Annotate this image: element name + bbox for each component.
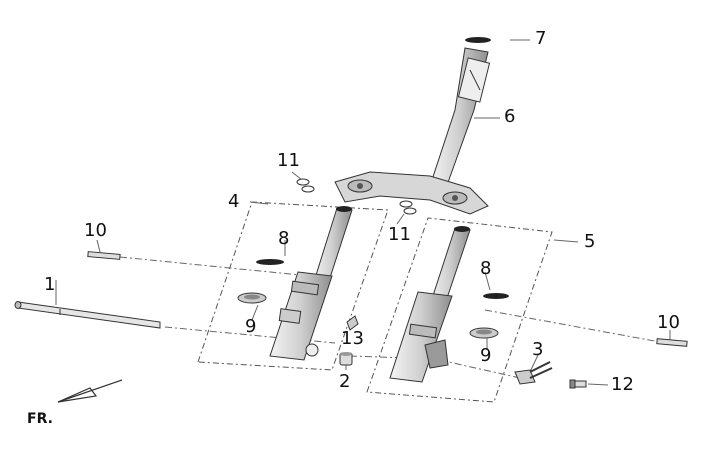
callout-11-right: 11 (388, 224, 411, 245)
callout-12: 12 (611, 374, 634, 395)
callout-3: 3 (532, 339, 544, 360)
front-direction-label: FR. (27, 411, 53, 427)
callout-7: 7 (535, 28, 547, 49)
callout-6: 6 (504, 106, 516, 127)
bolt-left (87, 251, 121, 260)
front-direction-arrow (57, 379, 123, 403)
callout-8-right: 8 (480, 258, 492, 279)
left-fork-leg (269, 206, 353, 361)
collar (339, 352, 353, 366)
clamp-bolts-left (296, 178, 315, 193)
callout-9-left: 9 (245, 316, 257, 337)
clip (346, 315, 359, 331)
stem-ring (465, 37, 491, 43)
callout-10-right: 10 (657, 312, 680, 333)
dust-seal-left (237, 292, 267, 304)
front-axle (14, 301, 161, 329)
screw (569, 379, 587, 389)
callout-13: 13 (341, 328, 364, 349)
callout-4: 4 (228, 191, 240, 212)
fork-bridge (334, 171, 489, 215)
right-fork-assembly-outline (366, 217, 553, 403)
callout-10-left: 10 (84, 220, 107, 241)
oil-seal-left (256, 259, 284, 265)
callout-9-right: 9 (480, 345, 492, 366)
right-fork-leg (389, 226, 471, 383)
oil-seal-right (483, 293, 509, 299)
bolt-right (656, 338, 688, 347)
left-fork-assembly-outline (197, 201, 389, 371)
callout-1: 1 (44, 274, 56, 295)
clamp-bracket (514, 361, 553, 385)
callout-5: 5 (584, 231, 596, 252)
callout-2: 2 (339, 371, 351, 392)
clamp-bolts-right (399, 200, 417, 215)
callout-8-left: 8 (278, 228, 290, 249)
callout-11-left: 11 (277, 150, 300, 171)
dust-seal-right (469, 327, 499, 339)
